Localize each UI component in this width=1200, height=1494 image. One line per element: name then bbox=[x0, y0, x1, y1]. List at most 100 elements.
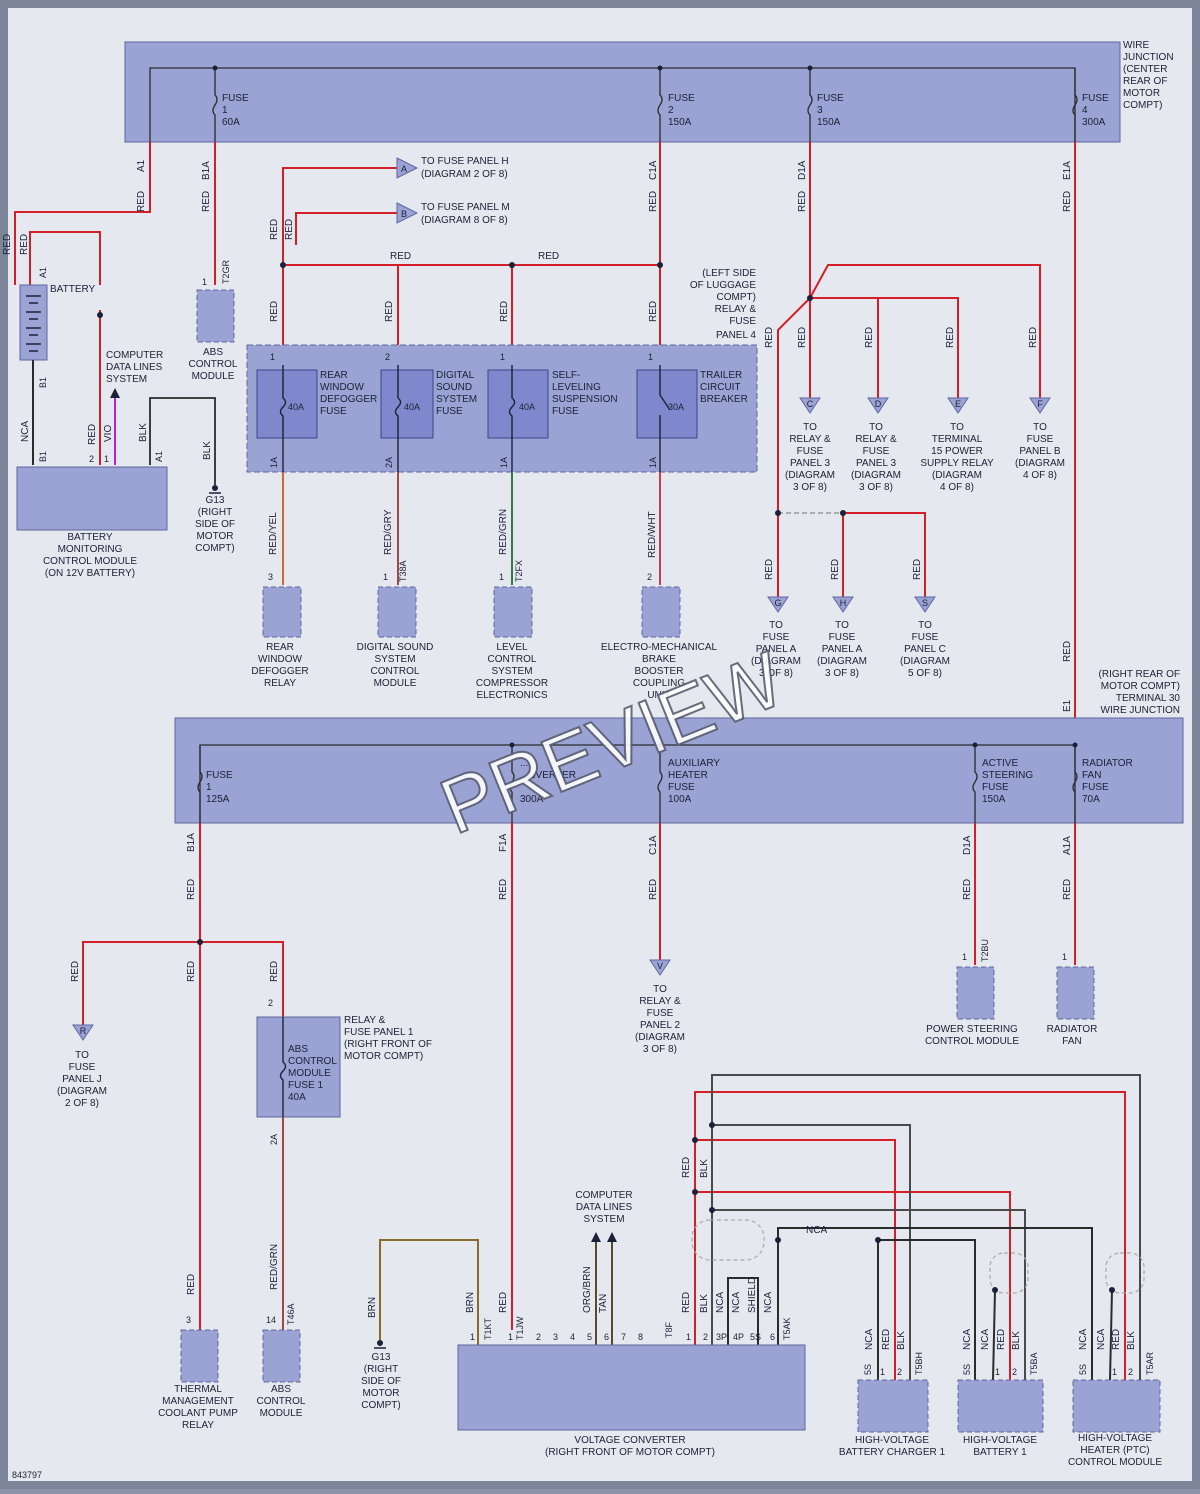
wl-red-28: RED bbox=[648, 879, 659, 900]
thermal-coolant-pump-relay: 3 THERMAL MANAGEMENT COOLANT PUMP RELAY bbox=[158, 1315, 238, 1431]
svg-text:14: 14 bbox=[266, 1315, 276, 1325]
svg-text:5S: 5S bbox=[863, 1364, 873, 1375]
wl-brn-1: BRN bbox=[367, 1297, 378, 1318]
wl-red-33: RED bbox=[269, 961, 280, 982]
svg-text:PANEL J: PANEL J bbox=[62, 1074, 101, 1085]
computer-data-lines-2: COMPUTER DATA LINES SYSTEM ORG/BRN TAN bbox=[575, 1190, 633, 1345]
wl-C1A-top: C1A bbox=[648, 160, 659, 180]
svg-text:CONTROL: CONTROL bbox=[257, 1396, 306, 1407]
svg-text:3 OF 8): 3 OF 8) bbox=[643, 1044, 677, 1055]
svg-text:PANEL 2: PANEL 2 bbox=[640, 1020, 680, 1031]
wl-nca-1: NCA bbox=[806, 1225, 827, 1236]
svg-text:COOLANT PUMP: COOLANT PUMP bbox=[158, 1408, 238, 1419]
brown-wire bbox=[379, 1239, 479, 1345]
svg-text:3: 3 bbox=[268, 572, 273, 582]
svg-text:3: 3 bbox=[553, 1332, 558, 1342]
svg-text:300A: 300A bbox=[520, 794, 544, 805]
svg-text:40A: 40A bbox=[288, 1092, 306, 1103]
wl-red-10: RED bbox=[269, 301, 280, 322]
svg-text:REAR: REAR bbox=[266, 642, 294, 653]
radiator-fan: 1 RADIATOR FAN bbox=[1047, 952, 1098, 1047]
svg-text:2: 2 bbox=[897, 1367, 902, 1377]
svg-text:G: G bbox=[774, 598, 781, 608]
svg-text:2: 2 bbox=[268, 998, 273, 1008]
svg-text:TRAILER: TRAILER bbox=[700, 370, 742, 381]
svg-text:CONTROL MODULE: CONTROL MODULE bbox=[1068, 1457, 1162, 1468]
svg-text:T5BH: T5BH bbox=[914, 1352, 924, 1375]
svg-text:SUPPLY RELAY: SUPPLY RELAY bbox=[920, 458, 994, 469]
top-fuse-4-l1: FUSE bbox=[1082, 93, 1109, 104]
svg-text:A: A bbox=[401, 164, 407, 174]
wl-red-yel: RED/YEL bbox=[268, 512, 279, 555]
wl-red-gry: RED/GRY bbox=[383, 509, 394, 555]
bottom-junction-title-1: (RIGHT REAR OF bbox=[1099, 669, 1180, 680]
abs-control-module-bottom: 14 T46A ABS CONTROL MODULE bbox=[257, 1303, 306, 1419]
svg-text:PANEL B: PANEL B bbox=[1019, 446, 1060, 457]
relay-fuse-panel-1: 2 2A ABS CONTROL MODULE FUSE 1 40A RELAY… bbox=[256, 998, 432, 1145]
battery: BATTERY A1 B1 bbox=[19, 267, 96, 388]
svg-text:B1: B1 bbox=[38, 451, 48, 462]
svg-text:1: 1 bbox=[470, 1332, 475, 1342]
svg-text:FUSE: FUSE bbox=[1027, 434, 1054, 445]
svg-text:FUSE: FUSE bbox=[729, 316, 756, 327]
top-fuse-4-l2: 4 bbox=[1082, 105, 1088, 116]
connectors-g-s: G H S TO FUSE PANEL A (DIAGRAM 3 OF 8) T… bbox=[751, 596, 950, 679]
svg-text:TO: TO bbox=[869, 422, 883, 433]
svg-text:F: F bbox=[1037, 399, 1043, 409]
hv-battery: 5S 1 2 T5BA HIGH-VOLTAGE BATTERY 1 bbox=[957, 1352, 1044, 1458]
svg-text:8: 8 bbox=[638, 1332, 643, 1342]
svg-text:(DIAGRAM 2 OF 8): (DIAGRAM 2 OF 8) bbox=[421, 169, 508, 180]
to-relay-panel-2: V TO RELAY & FUSE PANEL 2 (DIAGRAM 3 OF … bbox=[635, 959, 685, 1055]
svg-text:3 OF 8): 3 OF 8) bbox=[859, 482, 893, 493]
svg-text:5S: 5S bbox=[962, 1364, 972, 1375]
svg-text:2: 2 bbox=[1012, 1367, 1017, 1377]
svg-text:4 OF 8): 4 OF 8) bbox=[1023, 470, 1057, 481]
svg-text:1: 1 bbox=[202, 277, 207, 287]
svg-text:1: 1 bbox=[508, 1332, 513, 1342]
wl-red-37: RED bbox=[681, 1292, 692, 1313]
svg-text:FUSE: FUSE bbox=[647, 1008, 674, 1019]
svg-text:FAN: FAN bbox=[1062, 1036, 1081, 1047]
svg-text:3 OF 8): 3 OF 8) bbox=[825, 668, 859, 679]
svg-text:15 POWER: 15 POWER bbox=[931, 446, 983, 457]
svg-text:PANEL C: PANEL C bbox=[904, 644, 946, 655]
svg-text:COMPT): COMPT) bbox=[361, 1400, 400, 1411]
svg-text:5: 5 bbox=[587, 1332, 592, 1342]
svg-text:FUSE: FUSE bbox=[912, 632, 939, 643]
svg-text:TO: TO bbox=[918, 620, 932, 631]
wl-red-26: RED bbox=[186, 879, 197, 900]
svg-text:PANEL 3: PANEL 3 bbox=[856, 458, 896, 469]
svg-text:100A: 100A bbox=[668, 794, 692, 805]
svg-text:TO FUSE PANEL H: TO FUSE PANEL H bbox=[421, 156, 509, 167]
wl-red-23: RED bbox=[2, 234, 13, 255]
svg-text:(DIAGRAM: (DIAGRAM bbox=[900, 656, 950, 667]
svg-text:MODULE: MODULE bbox=[260, 1408, 303, 1419]
svg-text:1A: 1A bbox=[648, 457, 658, 468]
connectors-c-f: C D E F TO RELAY & FUSE PANEL 3 (DIAGRAM… bbox=[785, 397, 1065, 493]
svg-text:SIDE OF: SIDE OF bbox=[195, 519, 235, 530]
power-steering-module: 1 T2BU POWER STEERING CONTROL MODULE bbox=[925, 939, 1019, 1047]
svg-text:3 OF 8): 3 OF 8) bbox=[759, 668, 793, 679]
svg-text:LEVEL: LEVEL bbox=[496, 642, 528, 653]
bottom-junction-title-2: MOTOR COMPT) bbox=[1101, 681, 1180, 692]
top-fuse-1-l3: 60A bbox=[222, 117, 240, 128]
wl-brn-2: BRN bbox=[465, 1292, 476, 1313]
svg-text:2 OF 8): 2 OF 8) bbox=[65, 1098, 99, 1109]
svg-text:FUSE: FUSE bbox=[1082, 782, 1109, 793]
svg-text:1: 1 bbox=[206, 782, 212, 793]
svg-text:DATA LINES: DATA LINES bbox=[576, 1202, 633, 1213]
svg-text:TO: TO bbox=[653, 984, 667, 995]
wl-D1A-top: D1A bbox=[797, 160, 808, 180]
red-wires-bottom bbox=[82, 823, 1076, 1330]
top-fuse-3-l3: 150A bbox=[817, 117, 841, 128]
svg-text:TAN: TAN bbox=[598, 1294, 609, 1313]
svg-text:WINDOW: WINDOW bbox=[320, 382, 364, 393]
wl-red-8: RED bbox=[390, 251, 411, 262]
svg-text:T46A: T46A bbox=[286, 1303, 296, 1325]
svg-text:A1: A1 bbox=[38, 267, 48, 278]
wl-red-20: RED bbox=[830, 559, 841, 580]
svg-text:AUXILIARY: AUXILIARY bbox=[668, 758, 720, 769]
top-junction-title-3: (CENTER bbox=[1123, 64, 1167, 75]
wl-red-35: RED bbox=[498, 1292, 509, 1313]
svg-text:FUSE: FUSE bbox=[69, 1062, 96, 1073]
